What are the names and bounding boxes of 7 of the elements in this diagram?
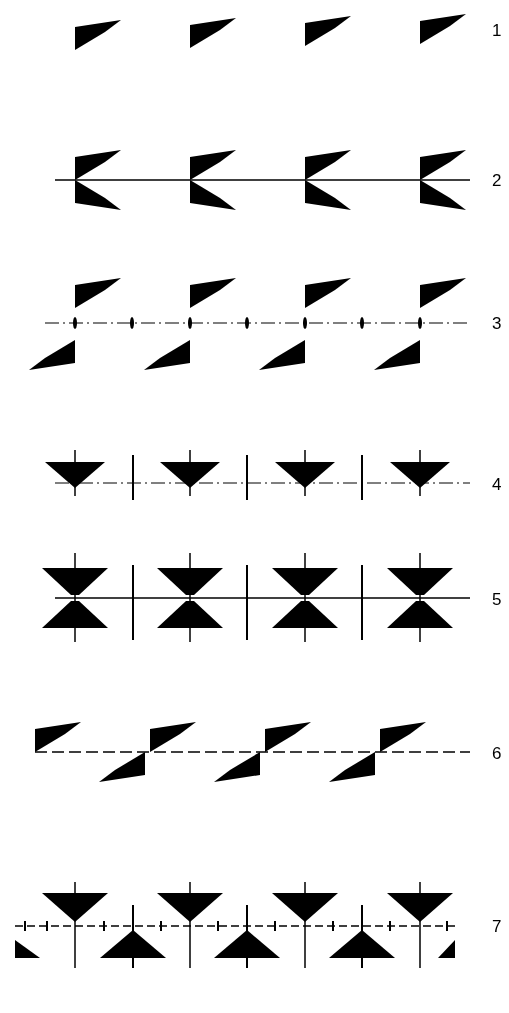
row-number: 5 xyxy=(492,591,502,608)
row-number: 7 xyxy=(492,918,502,935)
row-number: 2 xyxy=(492,172,502,189)
row-number: 4 xyxy=(492,476,502,493)
row-number: 6 xyxy=(492,745,502,762)
row-number: 1 xyxy=(492,22,502,39)
row-number: 3 xyxy=(492,315,502,332)
